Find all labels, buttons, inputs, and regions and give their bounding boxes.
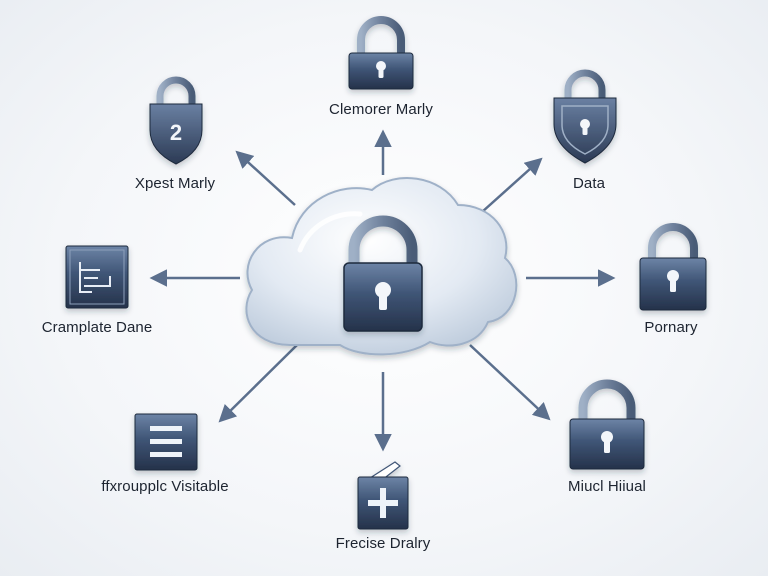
- left-document-icon: [65, 245, 129, 309]
- right-padlock-icon: [639, 223, 707, 311]
- arrow-to-top-right: [481, 157, 543, 213]
- bottom-right-padlock-icon: [569, 379, 645, 470]
- top-padlock-icon: [348, 16, 414, 90]
- arrow-to-bottom-left: [218, 344, 298, 423]
- top-right-shield-lock-icon: [553, 69, 617, 164]
- arrow-to-top-left: [235, 150, 296, 206]
- label-right: Pornary: [644, 319, 698, 336]
- connector-arrows: [149, 129, 616, 452]
- top-left-shield-lock-icon: 2: [149, 76, 203, 165]
- shield-badge: 2: [170, 120, 182, 145]
- label-bottom-right: Miucl Hiiual: [568, 478, 646, 495]
- label-top-right: Data: [572, 175, 606, 192]
- label-bottom: Frecise Dralry: [335, 535, 431, 552]
- bottom-plus-document-icon: [357, 461, 409, 530]
- center-padlock-icon: [343, 215, 423, 332]
- bottom-left-menu-list-icon: [134, 413, 198, 471]
- label-left: Cramplate Dane: [41, 319, 153, 336]
- label-bottom-left: ffxroupplc Visitable: [101, 478, 229, 495]
- label-top-left: Xpest Marly: [134, 175, 216, 192]
- arrow-to-bottom-right: [469, 344, 551, 421]
- label-top: Clemorer Marly: [329, 101, 433, 118]
